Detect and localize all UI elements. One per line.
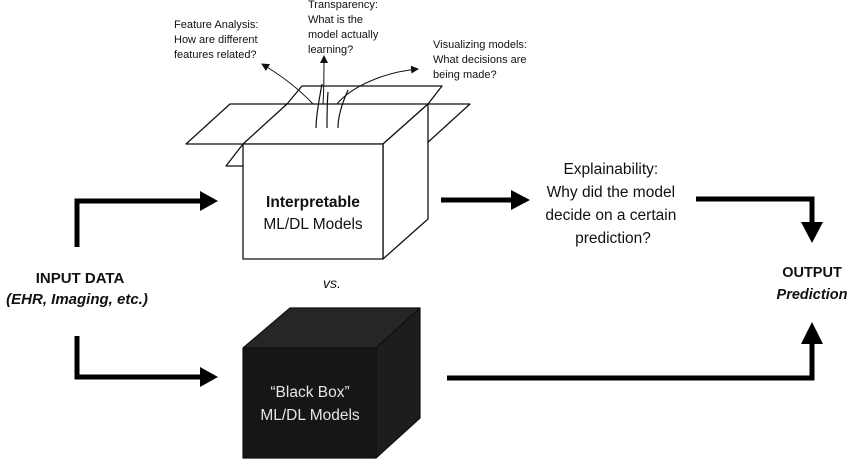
visualizing-annotation: Visualizing models: What decisions are b… <box>433 39 530 81</box>
rising-curves <box>315 83 349 129</box>
transparency-annotation: Transparency: What is the model actually… <box>308 0 381 56</box>
output-title: OUTPUT <box>782 265 842 281</box>
feature-analysis-annotation: Feature Analysis: How are different feat… <box>174 19 261 61</box>
explainability-line-3: decide on a certain <box>545 207 676 224</box>
output-subtitle: Prediction <box>777 287 848 303</box>
arrowhead-to-blackbox <box>200 367 218 387</box>
visualizing-line-3: being made? <box>433 69 497 81</box>
connector-arrows <box>74 196 815 381</box>
visualizing-arrow <box>336 65 419 105</box>
visualizing-line-2: What decisions are <box>433 54 527 66</box>
versus-label: vs. <box>323 275 341 291</box>
transparency-arrow <box>319 55 328 105</box>
transparency-line-2: What is the <box>308 14 363 26</box>
feature-analysis-line-2: How are different <box>174 34 258 46</box>
box-right-side <box>382 103 429 260</box>
feature-analysis-line-1: Feature Analysis: <box>174 19 258 31</box>
annotation-arrows <box>261 55 419 105</box>
arrowhead-to-explainability <box>511 190 530 210</box>
box-back-flap <box>286 85 443 105</box>
explainability-text: Explainability: Why did the model decide… <box>545 161 680 247</box>
input-to-interpretable-connector <box>74 198 203 247</box>
interpretable-models-label: ML/DL Models <box>263 216 363 233</box>
arrowhead-to-interpretable <box>200 191 218 211</box>
input-to-blackbox-connector <box>74 336 203 380</box>
input-data-subtitle: (EHR, Imaging, etc.) <box>6 291 148 308</box>
explainability-line-2: Why did the model <box>547 184 675 201</box>
arrowhead-up-to-output <box>801 322 823 344</box>
feature-analysis-line-3: features related? <box>174 49 257 61</box>
transparency-line-1: Transparency: <box>308 0 378 11</box>
arrowhead-down-to-output <box>801 222 823 243</box>
box-front-face <box>242 143 384 260</box>
blackbox-to-output-connector <box>447 342 815 381</box>
interpretable-model-box <box>185 85 471 260</box>
arrowheads <box>200 190 823 387</box>
transparency-line-3: model actually <box>308 29 379 41</box>
transparency-line-4: learning? <box>308 44 353 56</box>
visualizing-line-1: Visualizing models: <box>433 39 527 51</box>
explainability-to-output-connector <box>696 196 815 224</box>
explainability-line-1: Explainability: <box>563 161 658 178</box>
feature-analysis-arrow <box>261 63 314 105</box>
input-data-title: INPUT DATA <box>36 270 125 287</box>
black-box-model <box>242 307 421 459</box>
black-box-front <box>242 347 377 459</box>
interpretable-label: Interpretable <box>266 194 360 211</box>
black-box-models-label: ML/DL Models <box>260 407 360 424</box>
explainability-line-4: prediction? <box>575 230 651 247</box>
box-left-flap <box>185 103 288 145</box>
black-box-label: “Black Box” <box>270 384 349 401</box>
